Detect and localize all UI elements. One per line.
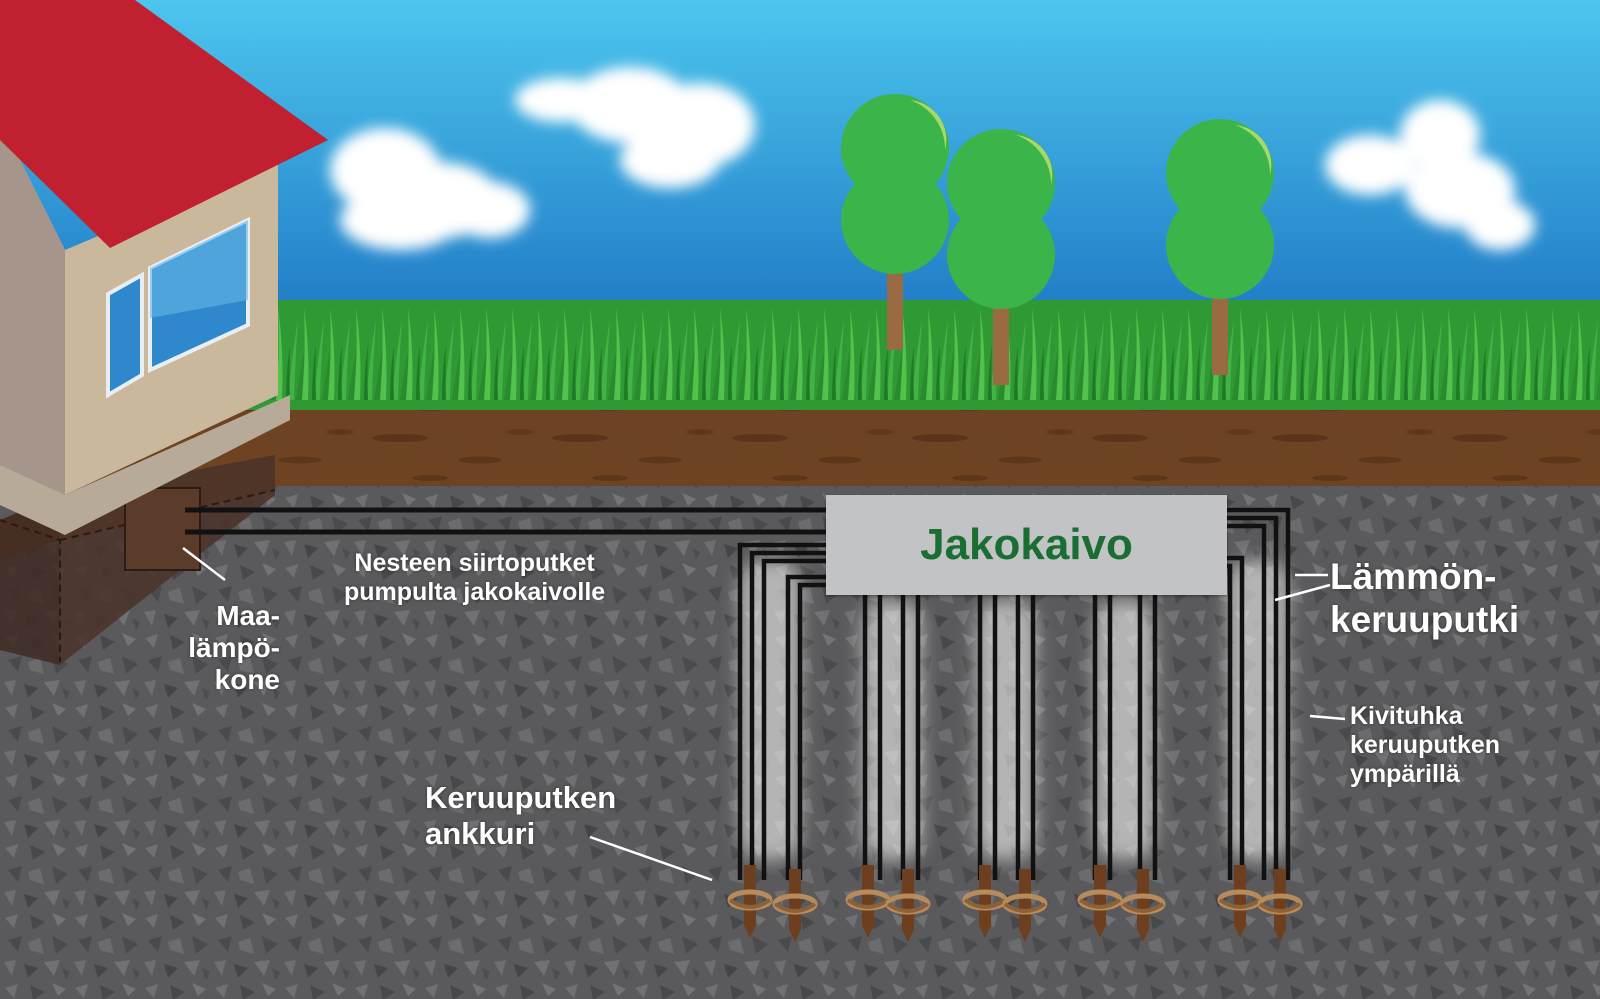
stone-dust-label-line-1: Kivituhka <box>1350 702 1463 730</box>
cloud-icon <box>330 128 530 250</box>
collector-pipe-label-line-1: Lämmön- <box>1330 556 1497 597</box>
house-icon <box>0 0 328 665</box>
heat-pump-label-line-1: Maa- <box>216 600 280 631</box>
stone-dust-label-line-2: keruuputken <box>1350 730 1501 759</box>
anchor-label: Keruuputken ankkuri <box>425 780 616 851</box>
ground-anchor-icon <box>1257 869 1303 942</box>
tree-icon <box>947 129 1055 385</box>
ground-anchor-icon <box>1077 865 1123 938</box>
collector-pipe <box>797 582 830 880</box>
tree-icon <box>1166 119 1274 375</box>
anchors <box>727 865 1303 942</box>
ground-anchor-icon <box>1120 869 1166 942</box>
transfer-pipes-label: Nesteen siirtoputket pumpulta jakokaivol… <box>344 549 605 607</box>
stone-dust-column <box>1095 600 1155 860</box>
heat-pump-label-line-2: lämpö- <box>188 632 280 664</box>
heat-pump-label: Maa- lämpö- kone <box>170 600 280 697</box>
tree-icon <box>841 94 949 350</box>
distribution-well: Jakokaivo <box>826 495 1227 595</box>
ground-anchor-icon <box>962 865 1008 938</box>
ground-anchor-icon <box>772 869 818 942</box>
collector-pipe-label: Lämmön- keruuputki <box>1330 556 1519 641</box>
transfer-pipes-label-line-1: Nesteen siirtoputket <box>354 549 595 577</box>
ground-anchor-icon <box>727 865 773 938</box>
stone-dust-column <box>862 600 922 860</box>
ground-anchor-icon <box>1002 869 1048 942</box>
collector-pipe <box>785 574 830 880</box>
leader-lines <box>182 547 1346 882</box>
transfer-pipes-label-line-2: pumpulta jakokaivolle <box>344 577 606 606</box>
stone-dust-column <box>1228 560 1288 860</box>
heat-pump-unit <box>124 487 201 571</box>
collector-pipe <box>1226 555 1245 880</box>
stone-dust-column <box>740 560 800 860</box>
stone-dust-label: Kivituhka keruuputken ympärillä <box>1350 702 1500 788</box>
stone-dust-label-line-3: ympärillä <box>1350 759 1460 788</box>
anchor-label-line-1: Keruuputken <box>425 780 617 815</box>
collector-pipe <box>1226 515 1279 880</box>
collector-pipe <box>737 542 830 880</box>
collector-pipe <box>1226 563 1233 880</box>
collector-pipe <box>1226 523 1267 880</box>
stone-dust-column <box>976 600 1036 860</box>
anchor-label-line-2: ankkuri <box>425 815 536 851</box>
transfer-pipes <box>185 507 830 535</box>
collector-pipe <box>761 558 830 880</box>
ground-anchor-icon <box>885 869 931 942</box>
cloud-icon <box>1325 100 1535 250</box>
distribution-well-label: Jakokaivo <box>920 520 1133 569</box>
ground-anchor-icon <box>845 865 891 938</box>
collector-pipe <box>1226 507 1291 880</box>
collector-pipe <box>749 550 830 880</box>
collector-pipe-label-line-2: keruuputki <box>1330 598 1520 640</box>
cloud-icon <box>515 67 755 188</box>
collector-pipes <box>737 507 1291 880</box>
heat-pump-label-line-3: kone <box>214 664 280 696</box>
